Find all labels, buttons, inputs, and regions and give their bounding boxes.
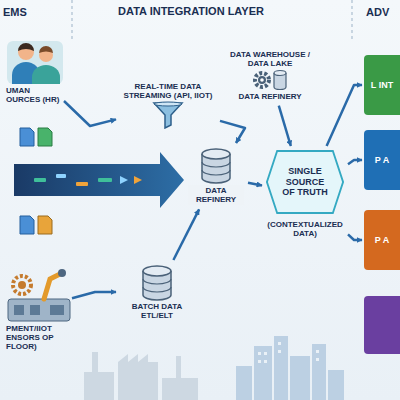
city-skyline [236,336,344,400]
node-text: PMENT/IIOT ENSORS OP FLOOR) [6,324,68,352]
source-system: PMENT/IIOT ENSORS OP FLOOR) [4,262,70,354]
flow-connector [248,183,262,186]
node-text: DATA WAREHOUSE / DATA LAKE [224,50,316,68]
advantage-box [364,296,400,354]
source-system: UMAN OURCES (HR) [4,36,62,106]
flow-connector [348,160,362,164]
section-label: EMS [3,6,43,19]
divider-line [352,0,353,42]
node-text: REAL-TIME DATA STREAMING (API, IIOT) [120,82,216,100]
data-packets [34,174,142,186]
diagram-title: DATA INTEGRATION LAYER [108,5,274,18]
node-text: P A [366,155,398,165]
truth-hub-shape: SINGLE SOURCE OF TRUTH [266,150,344,214]
people-icon [6,39,60,85]
document-icon [20,128,52,234]
node-text: L INT [366,80,398,90]
funnel-icon [120,101,216,129]
node-text: P A [366,235,398,245]
factory-skyline [84,352,198,400]
city-windows [258,342,319,363]
flow-connector [348,234,362,240]
flow-connector [327,85,362,146]
flow-connector [72,292,116,298]
db-icon [120,265,194,301]
advantage-box: P A [364,210,400,270]
hexagon-fill [267,151,343,213]
factory-icon [6,265,68,323]
node-text: UMAN OURCES (HR) [6,86,60,104]
advantage-box: P A [364,130,400,190]
stream-stage: REAL-TIME DATA STREAMING (API, IIOT) [118,80,218,132]
refinery-store: DATA REFINERY [186,145,246,207]
truth-hub: SINGLE SOURCE OF TRUTH (CONTEXTUALIZED DA… [264,148,346,240]
gear-icon [224,69,316,91]
batch-stage: BATCH DATA ETL/ELT [118,262,196,322]
advantage-box: L INT [364,55,400,115]
db-icon [188,148,244,184]
flow-connector [279,106,291,146]
flow-connector [173,209,199,260]
flow-connector [64,101,116,126]
flow-arrow [14,152,184,208]
node-text: DATA REFINERY [224,92,316,101]
divider-line [72,0,73,40]
warehouse-store: DATA WAREHOUSE / DATA LAKE DATA REFINERY [222,48,318,104]
node-caption: (CONTEXTUALIZED DATA) [266,220,344,238]
section-label: ADV [366,6,398,19]
flow-connector [220,121,245,143]
node-text: SINGLE SOURCE OF TRUTH [279,166,331,197]
node-text: BATCH DATA ETL/ELT [120,302,194,320]
node-text: DATA REFINERY [188,185,244,205]
